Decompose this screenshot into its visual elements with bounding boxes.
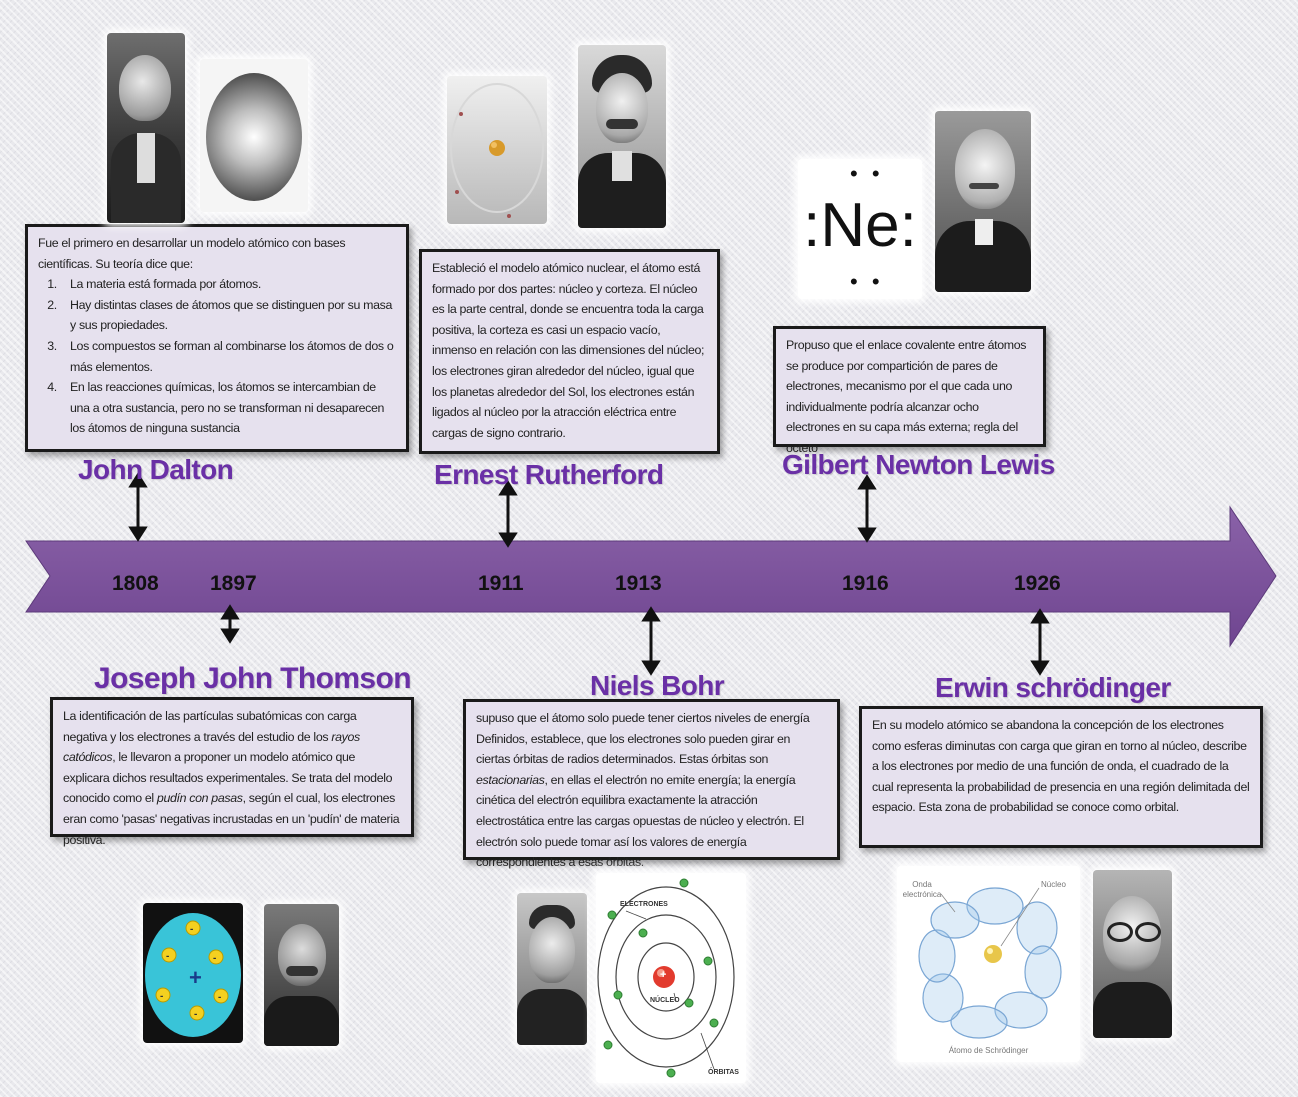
thomson-plum-pudding: + - - - - - -: [143, 903, 243, 1043]
bohr-text-italic: estacionarias: [476, 772, 545, 787]
name-dalton: John Dalton: [78, 454, 234, 485]
dalton-description: Fue el primero en desarrollar un modelo …: [25, 224, 409, 452]
schrodinger-caption: Átomo de Schrödinger: [948, 1046, 1029, 1055]
schrodinger-atom: Onda electrónica Núcleo Átomo de Schrödi…: [897, 866, 1080, 1062]
dalton-point: Hay distintas clases de átomos que se di…: [60, 295, 396, 336]
svg-text:-: -: [166, 951, 169, 962]
connector-arrows: [128, 472, 1050, 676]
thomson-description: La identificación de las partículas suba…: [50, 697, 414, 847]
rutherford-text: Estableció el modelo atómico nuclear, el…: [432, 261, 705, 440]
gray-sphere: [200, 59, 308, 212]
thomson-text: , le llevaron a proponer un modelo atómi…: [63, 750, 393, 806]
svg-text:-: -: [218, 992, 221, 1003]
thomson-text-italic: rayos catódicos: [63, 729, 360, 765]
bohr-text: , en ellas el electrón no emite energía;…: [476, 772, 804, 870]
rutherford-description: Estableció el modelo atómico nuclear, el…: [419, 249, 720, 454]
bohr-label-nucleo: NÚCLEO: [650, 997, 680, 1004]
svg-text:-: -: [160, 991, 163, 1002]
year-1897: 1897: [210, 572, 257, 595]
year-1913: 1913: [615, 572, 662, 595]
bohr-label-orbitas: ÓRBITAS: [708, 1069, 739, 1076]
bohr-label-electrones: ELECTRONES: [620, 901, 668, 908]
name-bohr: Niels Bohr: [590, 670, 725, 701]
schrodinger-description: En su modelo atómico se abandona la conc…: [859, 706, 1263, 848]
dalton-points: La materia está formada por átomos. Hay …: [38, 274, 396, 439]
dalton-point: Los compuestos se forman al combinarse l…: [60, 336, 396, 377]
svg-text:-: -: [213, 953, 216, 964]
portrait-dalton: [107, 33, 185, 223]
portrait-lewis: [935, 111, 1031, 292]
bohr-text: supuso que el átomo solo puede tener cie…: [476, 711, 810, 767]
bohr-label-plus: +: [660, 969, 667, 981]
name-schrodinger: Erwin schrödinger: [935, 672, 1171, 703]
schrodinger-label-nucleo: Núcleo: [1041, 880, 1066, 889]
thomson-text: La identificación de las partículas suba…: [63, 709, 357, 744]
svg-text:+: +: [189, 965, 202, 990]
dalton-point: En las reacciones químicas, los átomos s…: [60, 377, 396, 439]
year-1808: 1808: [112, 572, 159, 595]
name-thomson: Joseph John Thomson: [94, 662, 412, 695]
name-rutherford: Ernest Rutherford: [434, 459, 664, 490]
svg-text:-: -: [190, 924, 193, 935]
portrait-schrodinger: [1093, 870, 1172, 1038]
schrodinger-label-onda: Onda electrónica: [902, 880, 942, 899]
thomson-text-italic: pudín con pasas: [156, 791, 243, 806]
bohr-atom: ELECTRONES + NÚCLEO ÓRBITAS: [596, 873, 746, 1083]
portrait-bohr: [517, 893, 587, 1045]
portrait-rutherford: [578, 45, 666, 228]
rutherford-atom: [447, 76, 547, 224]
year-1916: 1916: [842, 572, 889, 595]
lewis-text: Propuso que el enlace covalente entre át…: [786, 338, 1027, 455]
dalton-intro: Fue el primero en desarrollar un modelo …: [38, 236, 346, 271]
svg-text:-: -: [194, 1009, 197, 1020]
ne-symbol-text: :Ne:: [803, 191, 917, 260]
year-1911: 1911: [478, 572, 524, 595]
lewis-description: Propuso que el enlace covalente entre át…: [773, 326, 1046, 455]
dalton-point: La materia está formada por átomos.: [60, 274, 396, 295]
portrait-thomson: [264, 904, 339, 1046]
ne-lewis-symbol: :Ne: • • • •: [798, 159, 922, 299]
thomson-text: , según el cual, los electrones eran com…: [63, 791, 400, 847]
schrodinger-text: En su modelo atómico se abandona la conc…: [872, 718, 1250, 815]
year-1926: 1926: [1014, 572, 1061, 595]
name-lewis: Gilbert Newton Lewis: [782, 449, 1055, 480]
bohr-description: supuso que el átomo solo puede tener cie…: [463, 699, 840, 869]
